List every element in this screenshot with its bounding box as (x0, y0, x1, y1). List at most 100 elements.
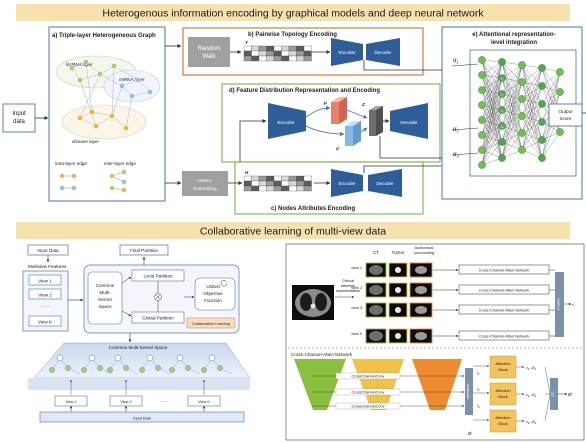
graph-edge-20 (111, 85, 123, 117)
nn-link-0-1-4 (481, 74, 503, 127)
arrow-h-to-encoder-d (239, 119, 267, 178)
nn-x-label-1: x2 (499, 93, 504, 98)
nn-link-2-5-1 (521, 85, 543, 151)
y-matrix-cell-2-0 (243, 55, 252, 62)
graph-node-6 (135, 77, 141, 83)
nn-link-1-1-5 (501, 77, 523, 151)
graph-node-13 (89, 109, 95, 115)
kernel-node-top-0 (56, 354, 64, 362)
nn-link-0-2-6 (481, 89, 503, 159)
y-matrix-cell-0-6 (288, 45, 297, 52)
attention-out-label-2: c3, Ø3 (526, 420, 537, 425)
collaborative-learning-label: Collaborative Learning (192, 322, 230, 326)
attn-to-fc-0 (544, 366, 551, 395)
nn-node-0-4 (478, 116, 486, 124)
nn-link-2-0-1 (521, 64, 543, 87)
graph-edge-5 (121, 79, 139, 87)
nn-x-var-3: x (499, 125, 502, 129)
nn-link-1-6-1 (501, 81, 523, 159)
random-walk-label-2: Walk (202, 54, 216, 60)
ccan-detail-title: Cross-Channel-Atten Network (291, 352, 353, 357)
nn-link-0-4-6 (481, 119, 503, 159)
layer-label-var-1: l (477, 387, 478, 391)
y-matrix-label: Y (245, 40, 249, 45)
nn-link-0-4-2 (481, 93, 503, 121)
nn-link-1-3-2 (501, 98, 523, 111)
random-walk-label-1: Random (198, 46, 221, 52)
y-matrix-cell-1-8 (303, 50, 312, 57)
col-anatomical-label-1: Anatomical (415, 246, 434, 250)
layer-label-sub-0: 1 (478, 372, 480, 376)
nn-node-2-1 (518, 78, 526, 86)
kernel-node-top-1 (88, 354, 96, 362)
united-objective-label-3: Function (204, 298, 222, 303)
nn-link-1-0-2 (501, 61, 523, 100)
ct-left-lung (300, 293, 312, 311)
h-matrix-cell-1-3 (266, 180, 275, 187)
nn-link-2-5-0 (521, 67, 543, 151)
top-banner (16, 4, 570, 21)
z-label: Z (361, 102, 365, 107)
nn-link-2-3-1 (521, 85, 543, 117)
attn-to-fc-2 (544, 393, 551, 422)
view-tumor-blob-3 (395, 333, 401, 339)
graph-node-7 (147, 89, 153, 95)
nn-link-2-2-4 (521, 98, 543, 141)
h-matrix-cell-0-4 (273, 175, 282, 182)
panel-e-title-1: e) Attentional representation- (472, 32, 555, 38)
view-anat-body-1 (415, 286, 427, 294)
global-partition-label: Global Partition (142, 316, 174, 321)
nn-link-1-4-0 (501, 64, 523, 127)
nn-link-0-6-3 (481, 109, 503, 151)
mirna-layer-label: miRNA layer (119, 77, 145, 82)
local-partition-label: Local Partition (143, 274, 173, 279)
y-matrix (243, 45, 312, 62)
mirna-layer-plane (103, 69, 161, 103)
y-matrix-cell-2-3 (266, 55, 275, 62)
operation-label: operation (466, 384, 470, 400)
attention-block-2 (489, 409, 517, 433)
nn-link-0-1-0 (481, 61, 503, 76)
nn-link-2-1-5 (521, 81, 543, 159)
layer-label-2: l3 (477, 404, 480, 409)
common-space-label-3: Kernel (98, 297, 111, 302)
nn-node-1-2 (498, 90, 506, 98)
h-matrix-cell-1-6 (288, 180, 297, 187)
y-matrix-cell-2-5 (281, 55, 290, 62)
common-space-label-4: Space (98, 304, 111, 309)
global-partition-box (131, 311, 185, 324)
ccconv-label-1: CrossChannelConv (352, 391, 385, 395)
y-matrix-cell-2-1 (251, 55, 260, 62)
nn-link-2-4-3 (521, 121, 543, 134)
kernel-node-top-5 (208, 354, 216, 362)
attention-out-label-0: c1, Ø1 (526, 366, 537, 371)
view-ct-body-0 (369, 265, 383, 275)
kernel-node-mid-1 (97, 365, 103, 371)
nn-link-2-1-2 (521, 81, 543, 105)
h-matrix-cell-0-6 (288, 175, 297, 182)
attention-block-label-b-2: Block (498, 422, 507, 426)
graph-edge-17 (113, 65, 139, 81)
nn-node-1-1 (498, 74, 506, 82)
nn-link-0-4-1 (481, 77, 503, 121)
fusion-bar (555, 272, 564, 337)
view-ct-body-3 (369, 331, 383, 341)
nn-link-1-2-3 (501, 93, 523, 117)
inter-layer-edge-label: inter-layer edge (104, 161, 136, 166)
attention-block-label-a-1: Attention (496, 389, 511, 393)
nn-link-2-3-4 (521, 115, 543, 141)
output-score-label-1: Output (559, 109, 574, 114)
combine-operator-mark-2 (155, 294, 161, 300)
nn-link-2-0-4 (521, 64, 543, 141)
nn-link-1-2-5 (501, 93, 523, 151)
nn-x-var-0: x (499, 77, 502, 81)
nn-input-arrow-1 (451, 127, 479, 131)
h-matrix-cell-0-5 (281, 175, 290, 182)
arrow-sigma-to-z (360, 127, 368, 133)
attention-comma-0: , (529, 366, 531, 370)
attention-phi-var-2: Ø (531, 420, 536, 424)
y-matrix-cell-1-7 (296, 50, 305, 57)
ccconv-box-2 (335, 402, 401, 410)
y-matrix-cell-0-3 (266, 45, 275, 52)
